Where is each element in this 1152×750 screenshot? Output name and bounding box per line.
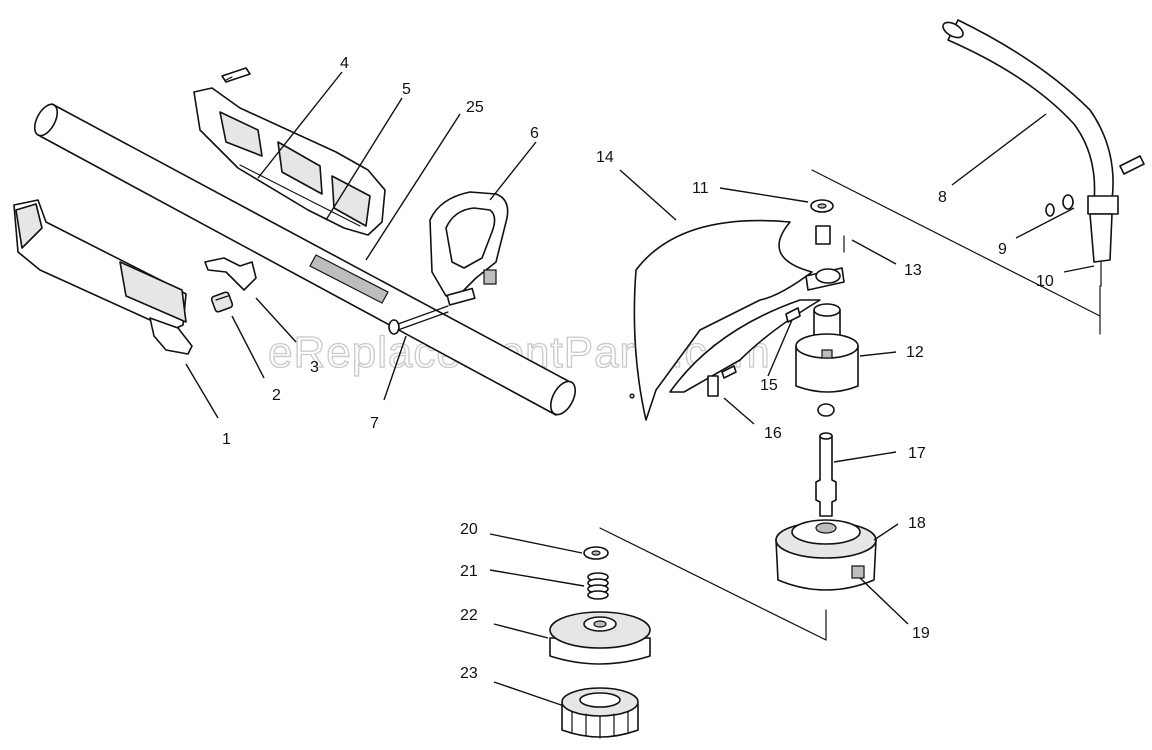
spring-part-21	[587, 572, 609, 600]
spindle-shaft	[815, 403, 837, 517]
leader-lines	[185, 71, 1095, 707]
callout-12: 12	[906, 344, 924, 361]
spool-washer-part-20	[583, 546, 609, 560]
callout-17: 17	[908, 445, 926, 462]
callout-6: 6	[530, 125, 539, 142]
callout-14: 14	[596, 149, 614, 166]
callout-25: 25	[466, 99, 484, 116]
spool-part-22	[549, 611, 651, 665]
callout-10: 10	[1036, 273, 1054, 290]
callout-4: 4	[340, 55, 349, 72]
nut-part-2	[210, 291, 234, 313]
curved-tube	[942, 19, 1145, 263]
bearing-bracket	[805, 225, 845, 291]
handle-grip	[13, 199, 193, 355]
spool-housing	[775, 519, 877, 591]
callout-19: 19	[912, 625, 930, 642]
callout-labels: 1 2 3 4 5 6 7 8 9 10 11 12 13 14 15 16 1…	[222, 55, 1054, 682]
callout-20: 20	[460, 521, 478, 538]
callout-1: 1	[222, 431, 231, 448]
bump-knob-part-23	[561, 687, 639, 739]
callout-16: 16	[764, 425, 782, 442]
callout-18: 18	[908, 515, 926, 532]
callout-22: 22	[460, 607, 478, 624]
callout-13: 13	[904, 262, 922, 279]
assembly-lines	[599, 169, 1101, 641]
callout-11: 11	[692, 180, 709, 197]
guard-shield	[629, 219, 821, 421]
callout-9: 9	[998, 241, 1007, 258]
clip-part-16	[707, 307, 801, 397]
washers-part-9	[1045, 194, 1074, 217]
d-handle	[429, 191, 509, 306]
bolt-part-7	[388, 305, 449, 335]
gear-housing	[795, 303, 859, 393]
callout-3: 3	[310, 359, 319, 376]
callout-21: 21	[460, 563, 478, 580]
callout-8: 8	[938, 189, 947, 206]
washer-part-11	[810, 199, 834, 213]
callout-7: 7	[370, 415, 379, 432]
housing-cover	[193, 67, 386, 236]
callout-2: 2	[272, 387, 281, 404]
callout-15: 15	[760, 377, 778, 394]
callout-5: 5	[402, 81, 411, 98]
callout-23: 23	[460, 665, 478, 682]
throttle-lever	[204, 257, 257, 291]
main-shaft	[33, 103, 577, 416]
